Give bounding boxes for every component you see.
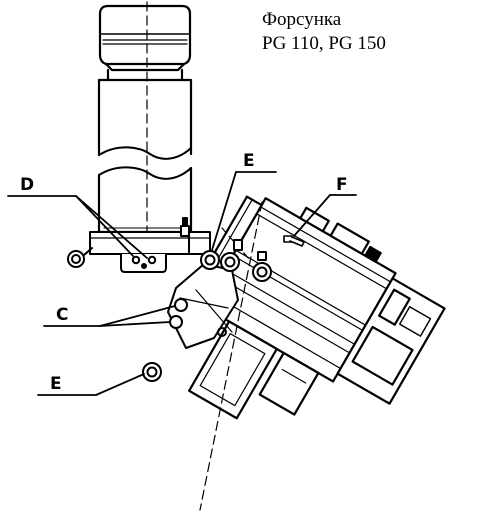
label-d: D — [20, 175, 34, 195]
label-e-bottom: E — [50, 374, 62, 394]
burner-axis — [199, 201, 263, 511]
blower-housing — [97, 4, 193, 234]
hinge-wheel-top — [200, 239, 272, 282]
caption-models: PG 110, PG 150 — [262, 33, 386, 54]
label-f: F — [336, 175, 348, 195]
hinge-wheel-bottom — [142, 362, 162, 382]
label-e-top: E — [243, 151, 255, 171]
hinge-wheel-left — [67, 247, 93, 268]
label-c: C — [56, 305, 68, 325]
hinge-bracket — [167, 263, 239, 349]
mounting-flange — [89, 217, 211, 273]
screw-f — [283, 235, 305, 247]
leader-lines — [7, 171, 357, 396]
caption-title: Форсунка — [262, 9, 342, 30]
